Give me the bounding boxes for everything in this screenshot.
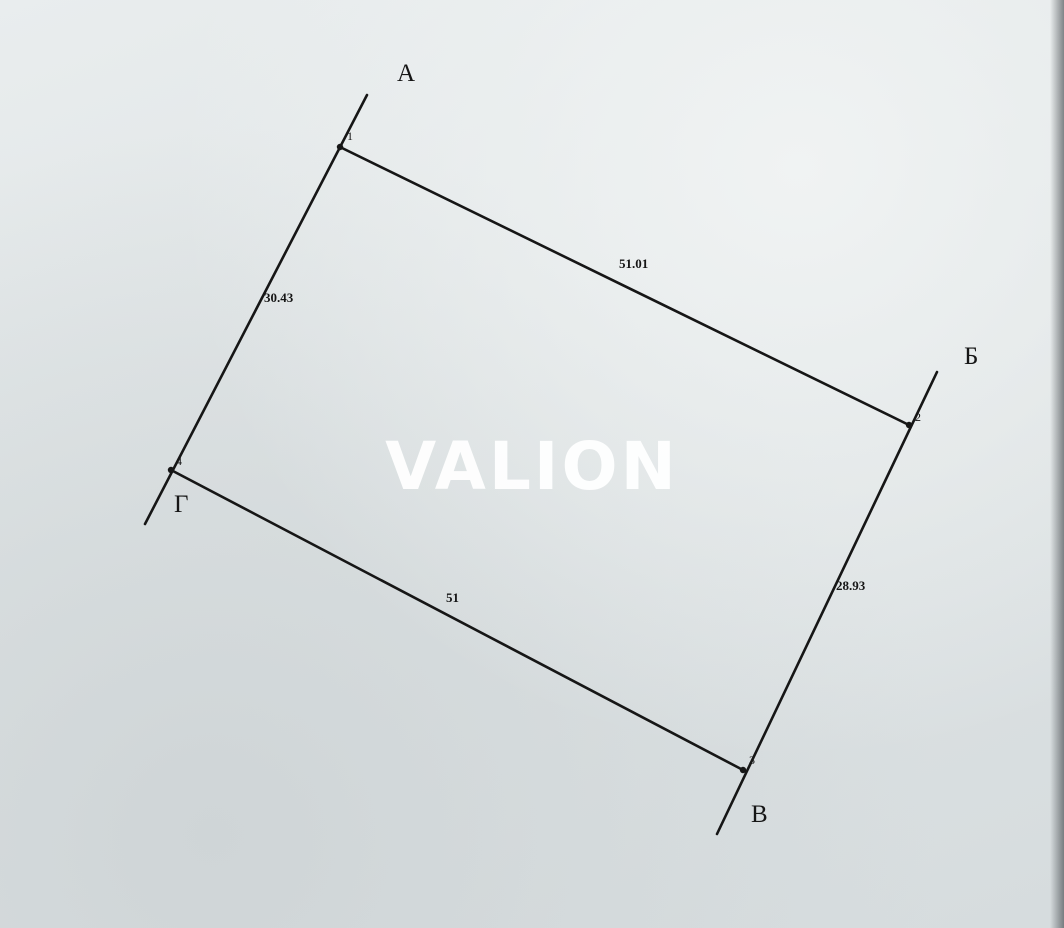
side-length-4-1: 30.43 [264, 290, 294, 305]
side-line-2-3 [715, 370, 939, 836]
side-line-1-2 [338, 145, 911, 427]
watermark-logo: VALION [385, 428, 679, 505]
vertex-point-2 [905, 421, 913, 429]
corner-label-a: А [397, 60, 415, 87]
corner-label-b: Б [964, 343, 978, 370]
vertex-number-2: 2 [915, 410, 921, 424]
vertex-number-3: 3 [749, 753, 755, 767]
corner-label-v: В [751, 801, 768, 828]
side-length-1-2: 51.01 [619, 256, 648, 271]
side-length-3-4: 51 [446, 590, 459, 605]
vertex-number-1: 1 [347, 129, 353, 143]
page-edge-shadow [1050, 0, 1064, 928]
vertex-point-1 [336, 143, 344, 151]
corner-label-g: Г [174, 491, 188, 518]
side-line-4-3 [169, 468, 745, 772]
vertex-number-4: 4 [176, 454, 182, 468]
side-line-4-1 [143, 93, 369, 526]
vertex-point-3 [739, 766, 747, 774]
vertex-point-4 [167, 466, 175, 474]
side-length-2-3: 28.93 [836, 578, 866, 593]
